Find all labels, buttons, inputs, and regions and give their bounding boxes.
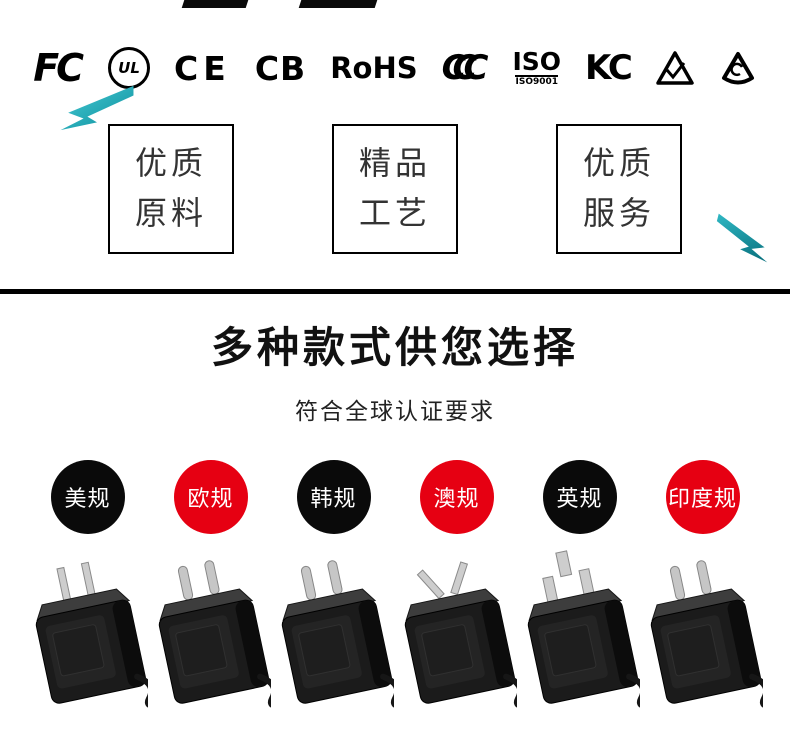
feature-box-line: 优质	[582, 144, 655, 183]
feature-box-fine-craft: 精品 工艺	[332, 124, 458, 254]
plug-standard-badge: 美规	[50, 460, 125, 534]
top-crop-artifact	[298, 0, 378, 8]
product-eu-standard: 欧规	[149, 460, 283, 720]
product-us-standard: 美规	[26, 460, 160, 720]
plug-standard-badge: 欧规	[173, 460, 248, 534]
feature-box-line: 精品	[358, 144, 431, 183]
power-adapter-photo-au	[397, 538, 529, 720]
section-divider	[0, 289, 790, 294]
feature-box-line: 服务	[582, 194, 655, 232]
power-adapter-photo-us	[28, 538, 160, 720]
power-adapter-photo-uk	[520, 538, 652, 720]
iso9001-logo-subtext: ISO9001	[515, 75, 559, 87]
ul-logo-icon: UL	[108, 47, 151, 89]
product-kr-standard: 韩规	[272, 460, 406, 720]
teal-arrow-decoration-left	[58, 84, 136, 136]
power-adapter-photo-eu	[151, 538, 283, 720]
rcm-triangle-logo-icon	[655, 50, 695, 87]
feature-box-line: 优质	[134, 144, 207, 183]
feature-box-line: 工艺	[358, 194, 431, 232]
product-au-standard: 澳规	[395, 460, 529, 720]
section-title: 多种款式供您选择	[210, 323, 579, 372]
plug-standard-badge: 澳规	[419, 460, 494, 534]
round-cert-logo-icon	[719, 50, 757, 86]
product-in-standard: 印度规	[641, 460, 775, 720]
certification-logos: FC UL CE CB RoHS CCC ISO ISO9001 KC	[0, 42, 790, 94]
ce-logo-icon: CE	[174, 48, 231, 88]
ccc-logo-icon: CCC	[441, 48, 489, 88]
iso-logo-text: ISO	[512, 47, 562, 76]
rohs-logo-icon: RoHS	[330, 51, 418, 85]
plug-standard-badge: 英规	[542, 460, 617, 534]
cb-logo-icon: CB	[254, 48, 307, 88]
plug-standard-badge: 韩规	[296, 460, 371, 534]
top-crop-artifact	[181, 0, 249, 8]
feature-boxes: 优质 原料 精品 工艺 优质 服务	[0, 124, 790, 254]
power-adapter-photo-kr	[274, 538, 406, 720]
feature-box-quality-service: 优质 服务	[556, 124, 682, 254]
teal-arrow-decoration-right	[712, 206, 774, 274]
plug-standard-products: 美规	[0, 460, 790, 720]
plug-standard-badge: 印度规	[665, 460, 740, 534]
power-adapter-photo-in	[643, 538, 775, 720]
section-subtitle: 符合全球认证要求	[295, 399, 495, 425]
kc-logo-icon: KC	[585, 48, 633, 88]
fcc-logo-icon: FC	[33, 46, 84, 90]
product-uk-standard: 英规	[518, 460, 652, 720]
feature-box-line: 原料	[134, 194, 207, 232]
ul-logo-text: UL	[118, 59, 140, 77]
feature-box-quality-materials: 优质 原料	[108, 124, 234, 254]
iso9001-logo-icon: ISO ISO9001	[512, 49, 561, 87]
